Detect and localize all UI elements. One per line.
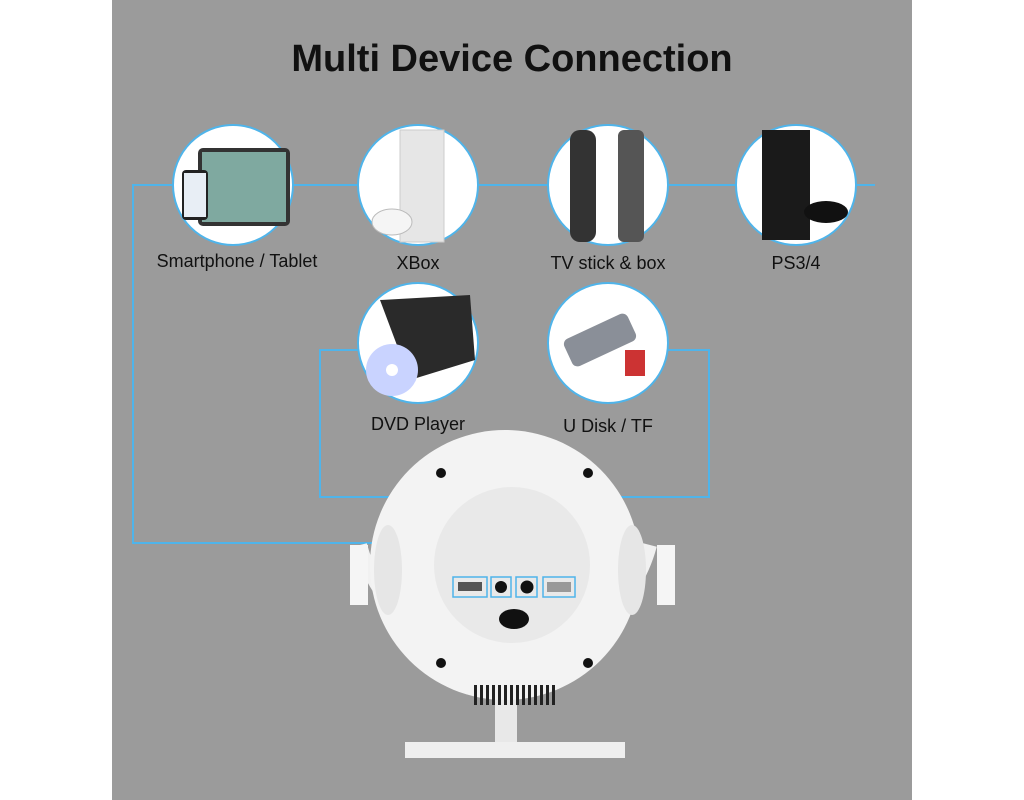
- label-dvd-player: DVD Player: [370, 414, 466, 434]
- tv-stick-icon: [547, 124, 669, 246]
- page-title: Multi Device Connection: [291, 38, 733, 80]
- projector-back: [350, 430, 675, 758]
- label-smartphone-tablet: Smartphone / Tablet: [156, 251, 318, 271]
- ps4-icon: [735, 124, 857, 246]
- label-tv-stick: TV stick & box: [550, 253, 666, 273]
- label-u-disk: U Disk / TF: [563, 416, 653, 436]
- label-xbox: XBox: [396, 253, 440, 273]
- xbox-icon: [357, 124, 479, 246]
- audio-port: [490, 576, 512, 598]
- dvd-player-icon: [357, 282, 479, 404]
- card-reader-icon: [547, 282, 669, 404]
- label-ps4: PS3/4: [771, 253, 821, 273]
- av-port: [515, 576, 538, 598]
- hdmi-port: [452, 576, 488, 598]
- smartphone-tablet-icon: [172, 124, 294, 246]
- usb-port: [542, 576, 576, 598]
